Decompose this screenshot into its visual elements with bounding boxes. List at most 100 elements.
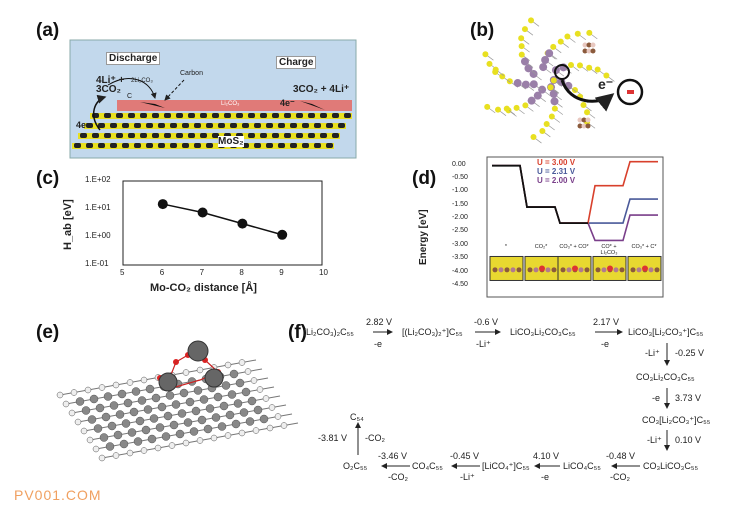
sulfur-atom <box>495 106 502 113</box>
carbon-atom <box>185 397 195 407</box>
adsorbate-atom <box>585 123 591 129</box>
co2-atom <box>539 265 545 272</box>
y-tick-label: 0.00 <box>452 160 466 168</box>
y-tick-label: -2.00 <box>452 214 468 222</box>
y-tick-label: -2.50 <box>452 227 468 235</box>
y-axis-label: Energy [eV] <box>418 209 429 265</box>
data-point <box>157 199 168 210</box>
carbon-atom <box>169 420 179 430</box>
mo-atom <box>92 133 99 138</box>
mo-atom <box>278 123 285 128</box>
mo-atom <box>104 113 111 118</box>
panel-label-b: (b) <box>470 20 495 41</box>
sulfur-atom <box>499 73 506 80</box>
carbon-atom <box>229 369 239 379</box>
carbon-atom <box>93 424 103 433</box>
carbon-atom <box>182 439 190 447</box>
mo-atom <box>338 123 345 128</box>
y-tick-label: -4.50 <box>452 280 468 288</box>
atom <box>636 267 642 273</box>
reaction-arrow <box>107 78 157 99</box>
step-label: CO₃* + CO* <box>559 243 589 250</box>
atom <box>595 267 601 273</box>
mo-atom <box>176 133 183 138</box>
mo-atom <box>212 113 219 118</box>
structure-inset <box>557 255 592 281</box>
chart-d <box>486 156 664 298</box>
step-species: -Li⁺ <box>460 472 475 482</box>
sulfur-atom <box>503 105 510 112</box>
mo-atom <box>86 123 93 128</box>
sulfur-atom <box>548 113 555 120</box>
mo-atom <box>122 143 129 148</box>
mo-atom <box>200 113 207 118</box>
carbon-atom <box>109 401 119 410</box>
mo-atom <box>134 123 141 128</box>
step-potential: -0.48 V <box>606 451 636 461</box>
molybdenum-atom <box>550 97 559 106</box>
y-tick-label: -3.00 <box>452 240 468 248</box>
sulfur-atom <box>506 78 513 85</box>
species-label: (Li₂CO₃)₂C₅₅ <box>303 327 354 337</box>
atom <box>516 267 522 273</box>
mo-atom <box>140 113 147 118</box>
mo-atom <box>170 143 177 148</box>
carbon-atom <box>155 423 165 432</box>
lithium-atom <box>204 368 224 388</box>
electrons-right: 4e⁻ <box>280 98 295 108</box>
mo-atom <box>176 113 183 118</box>
carbon-atom <box>80 427 88 435</box>
species-label: LiCO₃Li₂CO₃C₅₅ <box>510 327 576 337</box>
sulfur-atom <box>492 66 499 73</box>
sulfur-atom <box>567 61 574 68</box>
y-tick-label: -1.50 <box>452 200 468 208</box>
mo-atom <box>230 123 237 128</box>
step-species: -e <box>601 339 610 349</box>
mo-atom <box>308 133 315 138</box>
x-tick-label: 5 <box>120 268 125 277</box>
sulfur-atom <box>594 66 601 73</box>
carbon-atom <box>103 392 113 401</box>
species-label: CO₃Li₂CO₃C₅₅ <box>636 372 695 382</box>
li2co3-label: Li₂CO₃ <box>221 101 240 107</box>
panel-label-f: (f) <box>288 322 307 343</box>
adsorbate-atom <box>585 117 591 123</box>
adsorbate-atom <box>577 117 583 123</box>
carbon-atom <box>95 403 105 413</box>
mo-atom <box>290 143 297 148</box>
panel-label-d: (d) <box>412 168 437 189</box>
carbon-pointer <box>164 79 185 101</box>
mo-atom <box>302 143 309 148</box>
mo-atom <box>266 143 273 148</box>
mo-atom <box>284 133 291 138</box>
carbon-atom <box>163 411 173 421</box>
mo-atom <box>212 133 219 138</box>
mo-atom <box>254 123 261 128</box>
step-label: * <box>504 243 508 250</box>
carbon-atom <box>107 421 117 431</box>
carbon-particle <box>140 102 165 108</box>
carbon-atom <box>115 410 125 419</box>
lithium-atom <box>158 372 178 392</box>
sulfur-atom <box>550 43 557 50</box>
x-tick-label: 7 <box>199 268 205 277</box>
y-tick-label: -3.50 <box>452 254 468 262</box>
carbon-atom <box>219 401 229 411</box>
molybdenum-atom <box>513 79 522 88</box>
sulfur-atom <box>482 51 489 58</box>
atom <box>578 267 584 273</box>
mo-atom <box>200 133 207 138</box>
mo-atom <box>236 113 243 118</box>
step-species: -Li⁺ <box>647 435 662 445</box>
carbon-atom <box>274 413 282 420</box>
carbon-atom <box>98 454 106 462</box>
carbon-atom <box>84 386 92 394</box>
mo-atom <box>296 133 303 138</box>
mo-atom <box>182 143 189 148</box>
carbon-atom <box>244 368 252 375</box>
mo-atom <box>332 133 339 138</box>
carbon-atom <box>147 434 157 444</box>
mos2-label: MoS₂ <box>218 136 244 147</box>
carbon-atom <box>126 449 134 457</box>
step-potential: 3.73 V <box>675 393 702 403</box>
